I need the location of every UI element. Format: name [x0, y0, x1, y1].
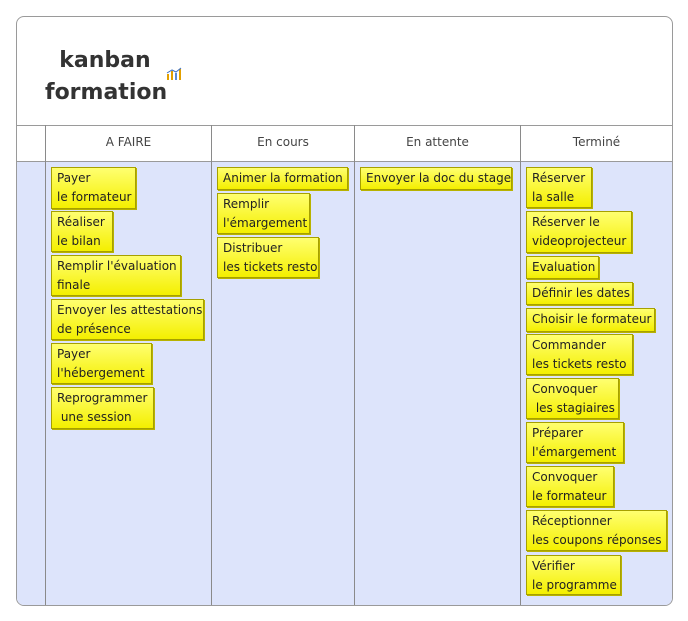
column-header-termine: Terminé: [572, 135, 621, 149]
board-title-line2: formation: [45, 80, 168, 105]
kanban-card[interactable]: Choisir le formateur: [526, 308, 655, 332]
kanban-card[interactable]: Payer le formateur: [51, 167, 136, 209]
column-divider: [520, 125, 521, 605]
kanban-card[interactable]: Evaluation: [526, 256, 599, 279]
kanban-card[interactable]: Convoquer le formateur: [526, 466, 614, 507]
column-header-a-faire: A FAIRE: [105, 135, 152, 149]
column-divider: [354, 125, 355, 605]
kanban-card[interactable]: Réserver la salle: [526, 167, 592, 208]
board-title-line1: kanban: [59, 48, 151, 73]
kanban-card[interactable]: Préparer l'émargement: [526, 422, 624, 463]
kanban-card[interactable]: Envoyer les attestations de présence: [51, 299, 204, 340]
kanban-card[interactable]: Commander les tickets resto: [526, 334, 633, 375]
column-header-en-attente: En attente: [406, 135, 469, 149]
kanban-card[interactable]: Remplir l'émargement: [217, 193, 310, 234]
kanban-card[interactable]: Convoquer les stagiaires: [526, 378, 619, 419]
kanban-card[interactable]: Réaliser le bilan: [51, 211, 113, 252]
kanban-card[interactable]: Animer la formation: [217, 167, 348, 190]
column-header-row: [17, 125, 672, 162]
kanban-card[interactable]: Réserver le videoprojecteur: [526, 211, 632, 253]
kanban-card[interactable]: Payer l'hébergement: [51, 343, 152, 384]
column-header-en-cours: En cours: [257, 135, 309, 149]
kanban-board: kanban formation A FAIRE En cours En att…: [16, 16, 673, 606]
chart-icon: [166, 67, 182, 80]
kanban-card[interactable]: Définir les dates: [526, 282, 633, 305]
kanban-card[interactable]: Distribuer les tickets resto: [217, 237, 319, 278]
kanban-card[interactable]: Envoyer la doc du stage: [360, 167, 512, 190]
kanban-card[interactable]: Remplir l'évaluation finale: [51, 255, 181, 296]
kanban-card[interactable]: Reprogrammer une session: [51, 387, 154, 429]
kanban-card[interactable]: Vérifier le programme: [526, 555, 621, 595]
column-divider: [45, 125, 46, 605]
kanban-card[interactable]: Réceptionner les coupons réponses: [526, 510, 667, 551]
column-divider: [211, 125, 212, 605]
board-title: kanban formation: [45, 45, 168, 109]
